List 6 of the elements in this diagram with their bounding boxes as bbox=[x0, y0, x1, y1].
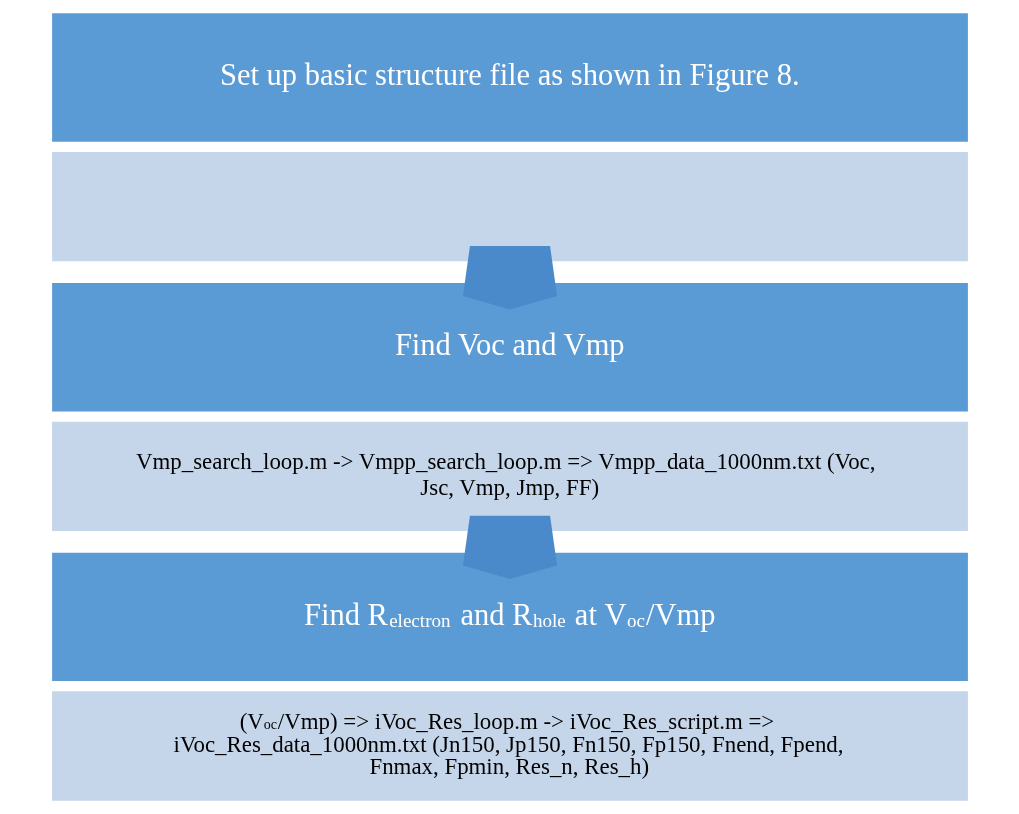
node-box: (Voc/Vmp) => iVoc_Res_loop.m -> iVoc_Res_script.m => iVoc_Res_data_1000nm.txt (Jn150, Jp150, Fn150, Fp150, Fnend, Fpend, Fnmax, Fpmin, Res_n, Res_h) bbox=[51, 691, 968, 801]
node-box: Vmp_search_loop.m -> Vmpp_search_loop.m => Vmpp_data_1000nm.txt (Voc, Jsc, Vmp, Jmp, FF) bbox=[51, 421, 968, 531]
node-box: Find Relectron and Rhole at Voc/Vmp bbox=[51, 552, 968, 682]
node-box bbox=[51, 151, 968, 262]
node-box: Set up basic structure file as shown in Figure 8. bbox=[51, 13, 968, 142]
node-box: Find Voc and Vmp bbox=[51, 283, 968, 412]
